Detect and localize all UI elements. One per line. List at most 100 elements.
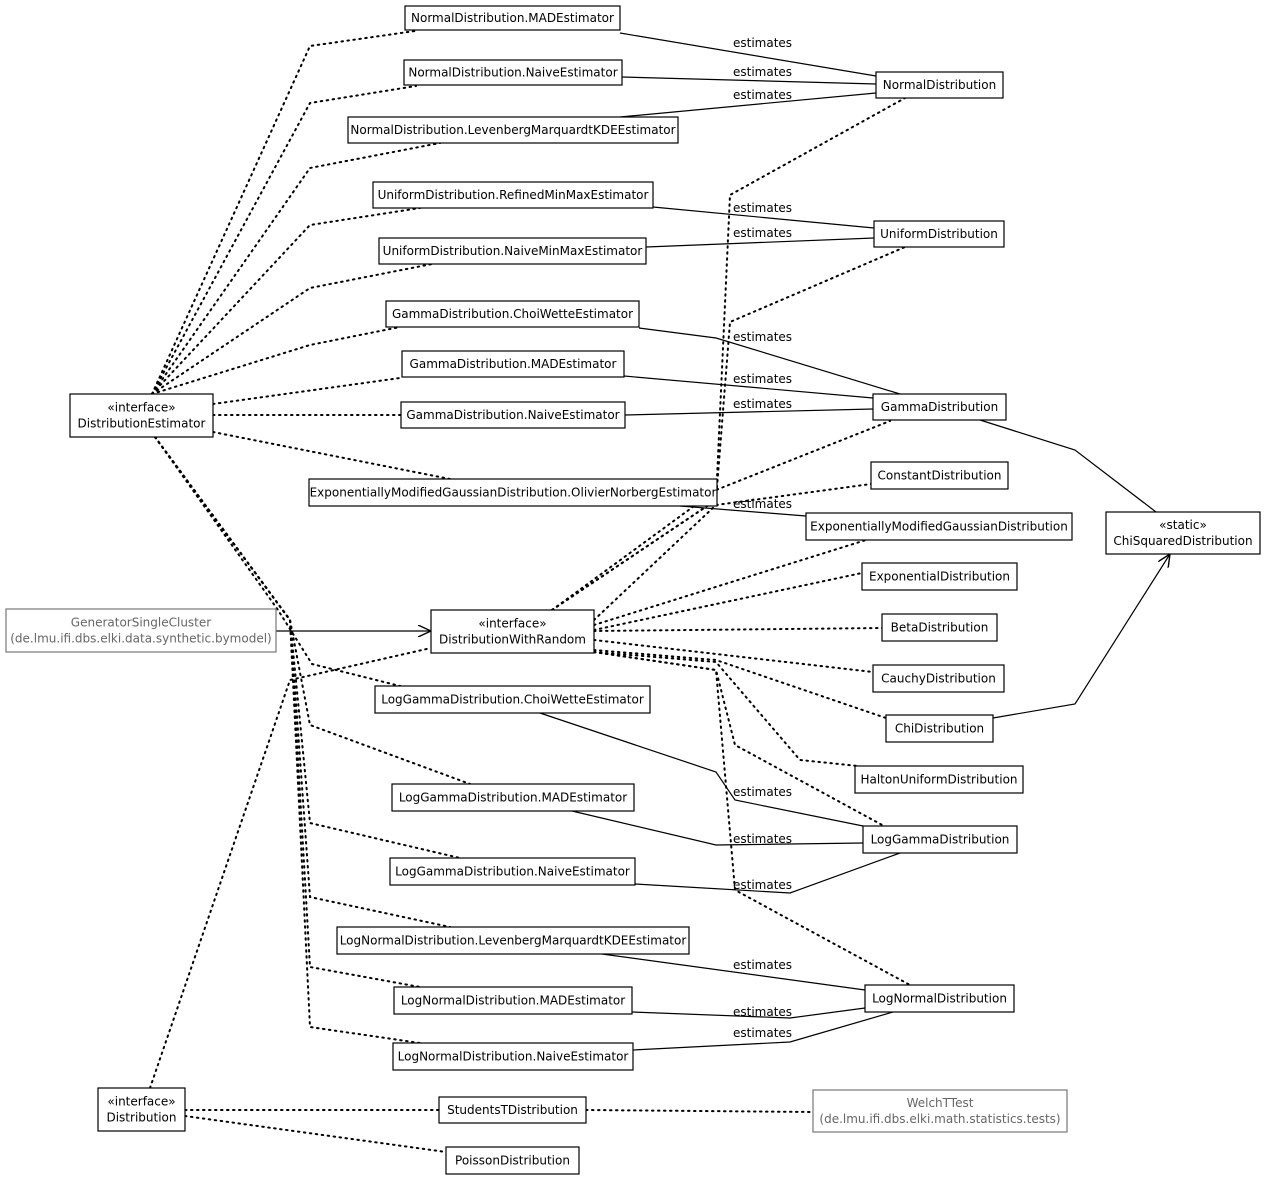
class-name: ChiDistribution	[895, 722, 984, 736]
class-node-emg-est: ExponentiallyModifiedGaussianDistributio…	[308, 478, 718, 507]
class-box	[374, 685, 651, 714]
class-name: DistributionEstimator	[78, 417, 206, 431]
class-box	[881, 613, 998, 642]
class-box	[872, 393, 1007, 421]
class-name: ExponentialDistribution	[869, 570, 1010, 584]
class-box	[378, 237, 647, 265]
class-box	[872, 664, 1005, 693]
class-box	[873, 220, 1005, 248]
association-edge	[623, 375, 874, 399]
class-name: NormalDistribution.LevenbergMarquardtKDE…	[350, 123, 675, 137]
class-box	[864, 984, 1015, 1013]
class-name: GammaDistribution.ChoiWetteEstimator	[392, 307, 633, 321]
class-node-gd-choi: GammaDistribution.ChoiWetteEstimator	[385, 300, 640, 328]
class-node-ud: UniformDistribution	[873, 220, 1005, 248]
association-edge	[652, 206, 875, 229]
class-name: LogGammaDistribution.MADEstimator	[399, 791, 627, 805]
class-node-lnd-naive: LogNormalDistribution.NaiveEstimator	[392, 1042, 634, 1071]
class-name: LogGammaDistribution.ChoiWetteEstimator	[381, 693, 644, 707]
realization-edge	[212, 431, 451, 480]
realization-edge	[151, 85, 417, 395]
stereotype-label: «interface»	[107, 401, 175, 415]
class-name: DistributionWithRandom	[439, 633, 586, 647]
class-name: NormalDistribution	[883, 78, 996, 92]
class-node-emg: ExponentiallyModifiedGaussianDistributio…	[805, 512, 1073, 541]
association-edge	[638, 327, 901, 395]
class-box	[385, 300, 640, 328]
edge-label: estimates	[733, 226, 792, 240]
class-name: ExponentiallyModifiedGaussianDistributio…	[310, 486, 717, 500]
class-box	[389, 857, 636, 886]
class-node-expo: ExponentialDistribution	[861, 562, 1018, 591]
association-edge	[632, 1011, 894, 1051]
class-node-lnd: LogNormalDistribution	[864, 984, 1015, 1013]
realization-edge	[151, 30, 416, 395]
class-name: PoissonDistribution	[455, 1154, 570, 1168]
realization-edge	[585, 1109, 814, 1113]
edge-label: estimates	[733, 832, 792, 846]
edge-label: estimates	[733, 372, 792, 386]
edge-label: estimates	[733, 497, 792, 511]
edge-label: estimates	[733, 1026, 792, 1040]
class-node-lgd-choi: LogGammaDistribution.ChoiWetteEstimator	[374, 685, 651, 714]
class-name: (de.lmu.ifi.dbs.elki.data.synthetic.bymo…	[10, 632, 271, 646]
association-edge	[571, 810, 864, 846]
realization-edge	[184, 1115, 447, 1153]
class-box	[1105, 511, 1261, 555]
class-node-nd: NormalDistribution	[875, 71, 1004, 99]
realization-edge	[551, 97, 906, 611]
edge-label: estimates	[733, 958, 792, 972]
class-node-nd-lm: NormalDistribution.LevenbergMarquardtKDE…	[347, 116, 679, 144]
realization-edge	[151, 142, 441, 395]
edge-label: estimates	[733, 785, 792, 799]
edge-label: estimates	[733, 330, 792, 344]
class-node-cauchy: CauchyDistribution	[872, 664, 1005, 693]
class-node-nd-naive: NormalDistribution.NaiveEstimator	[403, 59, 623, 86]
class-box	[372, 181, 654, 209]
class-box	[430, 609, 595, 654]
class-name: BetaDistribution	[891, 621, 989, 635]
edge-label: estimates	[733, 397, 792, 411]
class-box	[445, 1146, 580, 1175]
realization-edge	[151, 207, 421, 395]
class-name: HaltonUniformDistribution	[860, 773, 1017, 787]
class-name: UniformDistribution.RefinedMinMaxEstimat…	[378, 188, 649, 202]
realization-edge	[154, 436, 451, 928]
class-name: ExponentiallyModifiedGaussianDistributio…	[810, 520, 1068, 534]
association-edge	[619, 32, 877, 77]
class-box	[308, 478, 718, 507]
class-name: ChiSquaredDistribution	[1113, 534, 1252, 548]
class-name: GeneratorSingleCluster	[71, 616, 211, 630]
class-box	[870, 461, 1009, 490]
edge-label: estimates	[733, 65, 792, 79]
class-name: NormalDistribution.MADEstimator	[411, 11, 614, 25]
class-node-de: «interface» DistributionEstimator	[69, 393, 214, 438]
class-node-halton: HaltonUniformDistribution	[854, 765, 1024, 794]
class-box	[403, 59, 623, 86]
class-box	[5, 608, 277, 653]
realization-edge	[149, 647, 432, 1089]
association-edge	[645, 237, 875, 248]
realization-edge	[593, 572, 863, 631]
class-box	[404, 5, 621, 31]
class-name: NormalDistribution.NaiveEstimator	[408, 66, 617, 80]
class-name: LogGammaDistribution	[871, 833, 1010, 847]
class-name: LogGammaDistribution.NaiveEstimator	[395, 865, 630, 879]
class-node-lgd-naive: LogGammaDistribution.NaiveEstimator	[389, 857, 636, 886]
class-box	[401, 350, 625, 378]
class-node-welch: WelchTTest(de.lmu.ifi.dbs.elki.math.stat…	[812, 1089, 1068, 1133]
realization-edge	[593, 651, 885, 827]
class-node-poisson: PoissonDistribution	[445, 1146, 580, 1175]
association-edge	[634, 852, 901, 894]
realization-edge	[593, 627, 883, 632]
class-node-chi: ChiDistribution	[885, 714, 994, 743]
class-box	[875, 71, 1004, 99]
class-box	[854, 765, 1024, 794]
class-name: UniformDistribution.NaiveMinMaxEstimator	[383, 244, 643, 258]
class-box	[347, 116, 679, 144]
association-edge	[679, 505, 807, 517]
class-node-nd-mad: NormalDistribution.MADEstimator	[404, 5, 621, 31]
class-name: GammaDistribution	[881, 400, 998, 414]
class-name: WelchTTest	[907, 1096, 974, 1110]
edge-label: estimates	[733, 1005, 792, 1019]
